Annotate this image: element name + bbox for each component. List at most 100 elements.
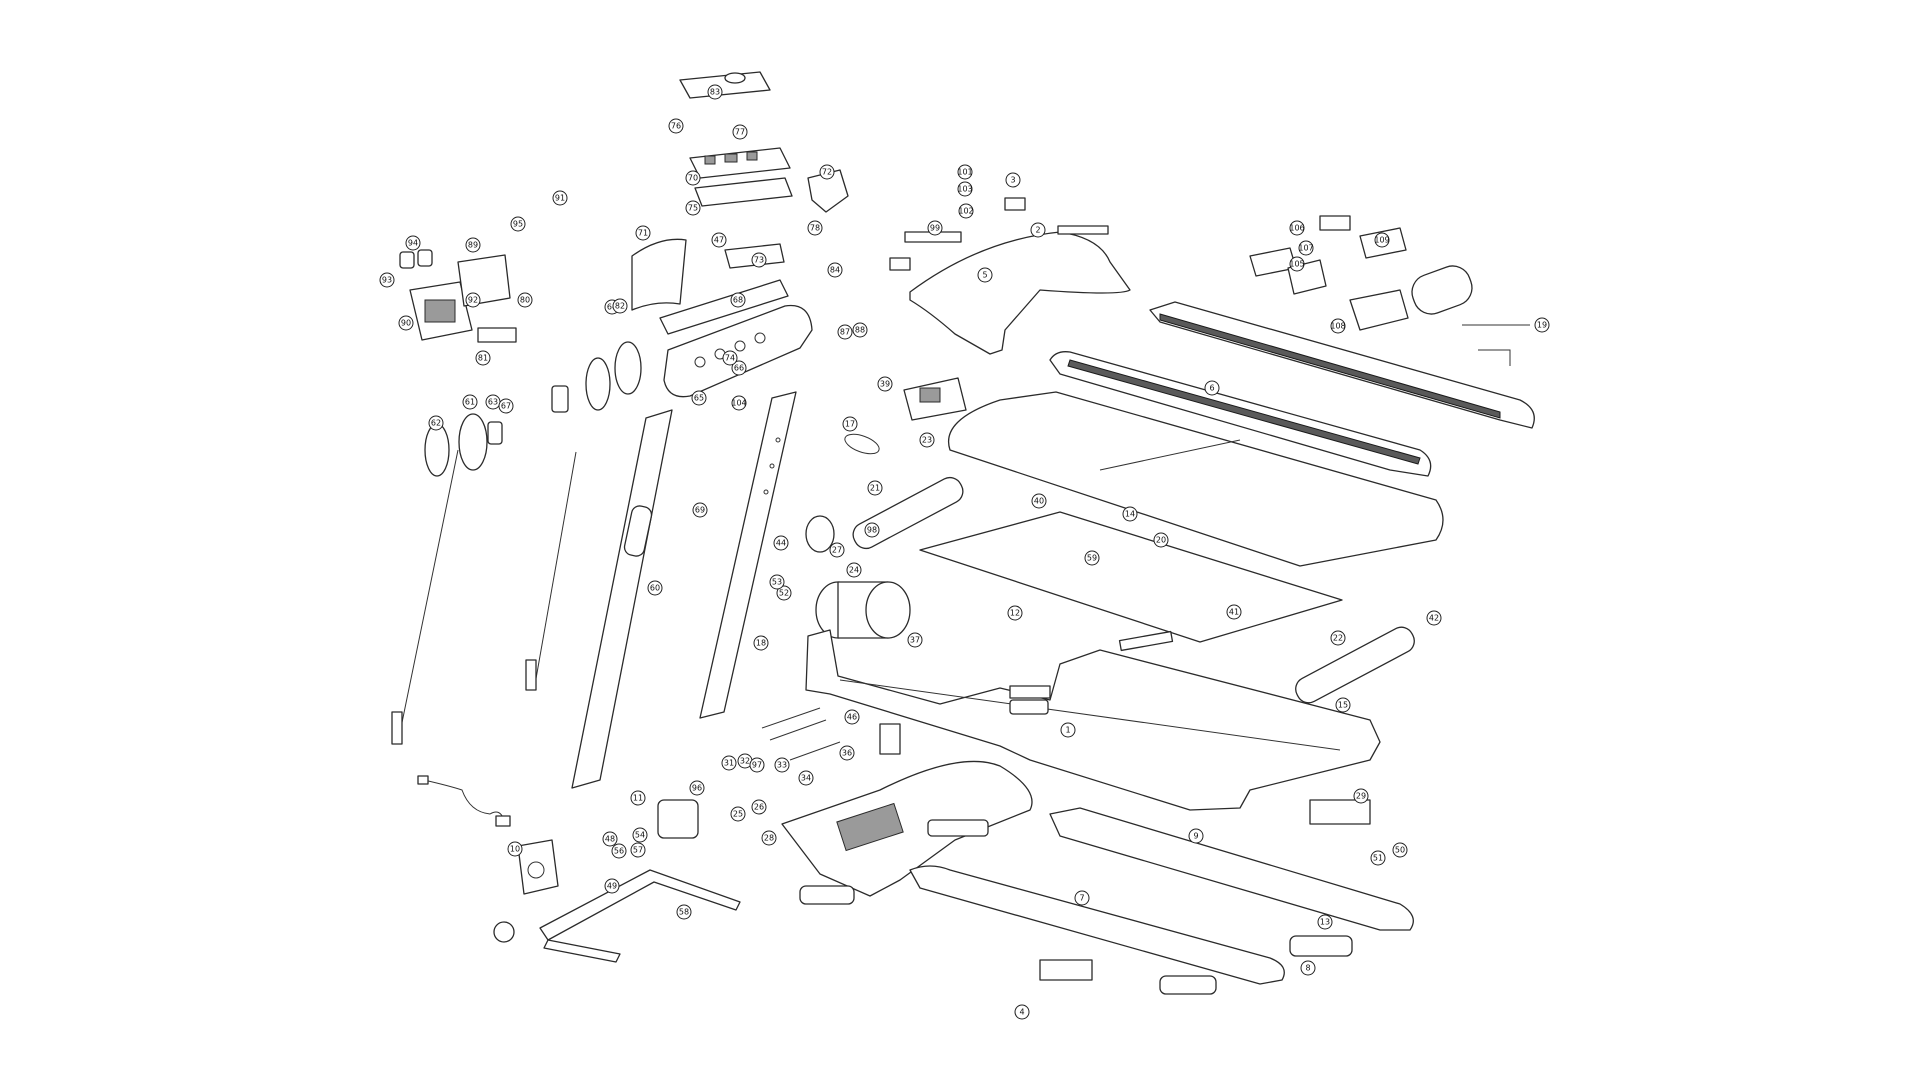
callout-95: 95 <box>510 216 526 232</box>
callout-number: 95 <box>513 220 523 229</box>
callout-73: 73 <box>751 252 767 268</box>
callout-54: 54 <box>632 827 648 843</box>
callout-number: 91 <box>555 194 565 203</box>
callout-layer: 1234567891011121314151718192021222324252… <box>379 84 1550 1020</box>
callout-89: 89 <box>465 237 481 253</box>
callout-circle <box>1188 828 1204 844</box>
callout-49: 49 <box>604 878 620 894</box>
callout-number: 83 <box>710 88 720 97</box>
callout-number: 31 <box>724 759 734 768</box>
callout-number: 7 <box>1079 894 1084 903</box>
callout-number: 24 <box>849 566 859 575</box>
callout-circle <box>877 376 893 392</box>
callout-34: 34 <box>798 770 814 786</box>
callout-36: 36 <box>839 745 855 761</box>
callout-number: 96 <box>692 784 702 793</box>
callout-number: 53 <box>772 578 782 587</box>
callout-number: 89 <box>468 241 478 250</box>
lift-motor <box>879 723 901 755</box>
callout-number: 50 <box>1395 846 1405 855</box>
callout-number: 2 <box>1035 226 1040 235</box>
callout-circle <box>1122 506 1138 522</box>
callout-circle <box>510 216 526 232</box>
callout-circle <box>552 190 568 206</box>
callout-circle <box>1005 172 1021 188</box>
callout-52: 52 <box>776 585 792 601</box>
callout-number: 99 <box>930 224 940 233</box>
callout-circle <box>1060 722 1076 738</box>
safety-key-and-wrench <box>1462 324 1530 366</box>
callout-circle <box>1031 493 1047 509</box>
callout-69: 69 <box>692 502 708 518</box>
callout-number: 69 <box>695 506 705 515</box>
callout-101: 101 <box>957 164 973 180</box>
callout-circle <box>761 830 777 846</box>
callout-66: 66 <box>731 360 747 376</box>
callout-number: 51 <box>1373 854 1383 863</box>
callout-number: 73 <box>754 256 764 265</box>
callout-circle <box>819 164 835 180</box>
callout-circle <box>398 315 414 331</box>
callout-60: 60 <box>647 580 663 596</box>
callout-63: 63 <box>485 394 501 410</box>
callout-number: 63 <box>488 398 498 407</box>
callout-15: 15 <box>1335 697 1351 713</box>
callout-number: 17 <box>845 420 855 429</box>
left-upright <box>571 409 673 789</box>
callout-circle <box>751 252 767 268</box>
callout-number: 9 <box>1193 832 1198 841</box>
callout-circle <box>957 181 973 197</box>
callout-circle <box>1289 256 1305 272</box>
callout-circle <box>957 164 973 180</box>
callout-48: 48 <box>602 831 618 847</box>
callout-number: 12 <box>1010 609 1020 618</box>
callout-circle <box>630 790 646 806</box>
callout-number: 33 <box>777 761 787 770</box>
callout-circle <box>711 232 727 248</box>
callout-68: 68 <box>730 292 746 308</box>
callout-number: 57 <box>633 846 643 855</box>
callout-circle <box>837 324 853 340</box>
callout-8: 8 <box>1300 960 1316 976</box>
callout-76: 76 <box>668 118 684 134</box>
callout-circle <box>462 394 478 410</box>
callout-92: 92 <box>465 292 481 308</box>
callout-109: 109 <box>1374 232 1390 248</box>
callout-circle <box>632 827 648 843</box>
callout-circle <box>1335 697 1351 713</box>
callout-5: 5 <box>977 267 993 283</box>
callout-circle <box>907 632 923 648</box>
callout-42: 42 <box>1426 610 1442 626</box>
callout-circle <box>839 745 855 761</box>
callout-circle <box>604 878 620 894</box>
callout-75: 75 <box>685 200 701 216</box>
console-display-board <box>689 147 793 207</box>
callout-circle <box>1330 630 1346 646</box>
callout-20: 20 <box>1153 532 1169 548</box>
callout-circle <box>1084 550 1100 566</box>
callout-22: 22 <box>1330 630 1346 646</box>
callout-number: 90 <box>401 319 411 328</box>
rear-roller <box>1295 626 1415 704</box>
callout-number: 105 <box>1289 260 1304 269</box>
callout-circle <box>798 770 814 786</box>
callout-39: 39 <box>877 376 893 392</box>
callout-circle <box>769 574 785 590</box>
motor-hood-clips <box>889 197 1109 271</box>
callout-82: 82 <box>612 298 628 314</box>
callout-24: 24 <box>846 562 862 578</box>
callout-circle <box>1534 317 1550 333</box>
callout-circle <box>1426 610 1442 626</box>
callout-97: 97 <box>749 757 765 773</box>
wheel <box>493 921 515 943</box>
callout-circle <box>685 170 701 186</box>
callout-circle <box>1370 850 1386 866</box>
callout-circle <box>428 415 444 431</box>
callout-circle <box>751 799 767 815</box>
callout-47: 47 <box>711 232 727 248</box>
callout-circle <box>676 904 692 920</box>
callout-number: 14 <box>1125 510 1135 519</box>
callout-83: 83 <box>707 84 723 100</box>
callout-circle <box>927 220 943 236</box>
callout-circle <box>776 585 792 601</box>
